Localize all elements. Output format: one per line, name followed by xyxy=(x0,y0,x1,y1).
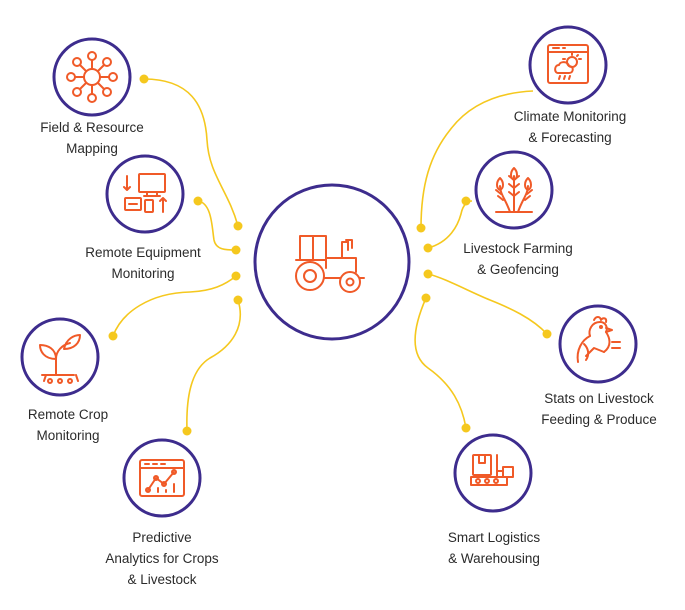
connector-field-mapping xyxy=(143,78,239,227)
label-line: Monitoring xyxy=(36,428,100,443)
connector-livestock-stats xyxy=(427,273,548,335)
connector-dot xyxy=(461,196,471,206)
connector-dot xyxy=(461,423,471,433)
label-field-resource-mapping: Field & Resource Mapping xyxy=(26,117,158,159)
connector-dot xyxy=(416,223,426,233)
connector-analytics xyxy=(186,299,242,432)
connector-dot xyxy=(233,221,243,231)
ring-analytics xyxy=(122,438,202,518)
network-hub-icon xyxy=(66,51,118,103)
label-line: & Warehousing xyxy=(448,551,540,566)
label-line: Feeding & Produce xyxy=(541,412,657,427)
connector-crop xyxy=(112,275,237,337)
connector-dot xyxy=(542,329,552,339)
hub-ring xyxy=(253,183,411,341)
label-line: Stats on Livestock xyxy=(544,391,654,406)
connector-dot xyxy=(182,426,192,436)
label-livestock-stats: Stats on Livestock Feeding & Produce xyxy=(528,388,670,430)
label-line: Remote Crop xyxy=(27,407,109,422)
label-smart-logistics: Smart Logistics & Warehousing xyxy=(428,527,560,569)
connector-dots xyxy=(108,74,552,436)
label-line: Livestock Farming xyxy=(463,241,573,256)
tractor-icon xyxy=(295,235,365,293)
label-line: Mapping xyxy=(66,141,118,156)
weather-window-icon xyxy=(547,44,589,84)
connector-dot xyxy=(193,196,203,206)
wheat-icon xyxy=(495,167,533,213)
label-line: Remote Equipment xyxy=(85,245,201,260)
label-livestock-farming: Livestock Farming & Geofencing xyxy=(448,238,588,280)
label-line: Smart Logistics xyxy=(447,530,541,545)
analytics-chart-icon xyxy=(139,459,185,497)
label-line: Field & Resource xyxy=(40,120,144,135)
label-line: Analytics for Crops xyxy=(105,551,219,566)
connector-dot xyxy=(108,331,118,341)
connector-dot xyxy=(231,271,241,281)
label-line: Monitoring xyxy=(111,266,175,281)
connector-dot xyxy=(423,243,433,253)
connector-equipment xyxy=(197,200,237,251)
label-line: & Livestock xyxy=(127,572,197,587)
label-remote-equipment-monitoring: Remote Equipment Monitoring xyxy=(75,242,211,284)
connector-logistics xyxy=(414,297,467,429)
ring-livestock-stats xyxy=(558,304,638,384)
connectors xyxy=(112,78,548,432)
sprout-icon xyxy=(39,334,81,384)
ring-logistics xyxy=(453,433,533,513)
connector-dot xyxy=(233,295,243,305)
ring-equipment xyxy=(105,154,185,234)
label-remote-crop-monitoring: Remote Crop Monitoring xyxy=(12,404,124,446)
label-line: Predictive xyxy=(132,530,192,545)
label-climate-monitoring: Climate Monitoring & Forecasting xyxy=(500,106,640,148)
connector-dot xyxy=(423,269,433,279)
connector-dot xyxy=(139,74,149,84)
forklift-icon xyxy=(470,454,514,486)
monitor-devices-icon xyxy=(123,173,167,213)
label-line: Climate Monitoring xyxy=(513,109,627,124)
label-predictive-analytics: Predictive Analytics for Crops & Livesto… xyxy=(92,527,232,590)
label-line: & Geofencing xyxy=(477,262,559,277)
connector-climate xyxy=(420,90,534,229)
rooster-icon xyxy=(576,316,621,363)
connector-dot xyxy=(421,293,431,303)
connector-dot xyxy=(231,245,241,255)
label-line: & Forecasting xyxy=(528,130,612,145)
ring-field-mapping xyxy=(52,37,132,117)
